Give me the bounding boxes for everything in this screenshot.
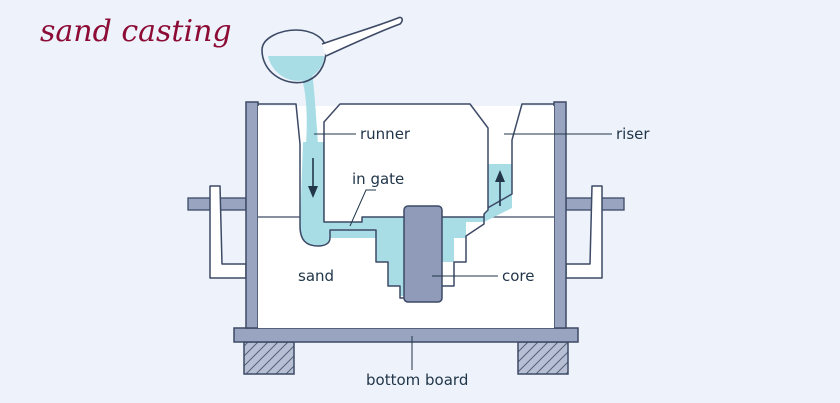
in-gate-leader	[349, 189, 376, 227]
riser-metal	[484, 164, 512, 222]
label-in-gate: in gate	[352, 170, 404, 188]
up-arrow-icon	[495, 170, 505, 206]
runner-metal	[300, 142, 330, 246]
pattern-top	[323, 103, 489, 223]
label-sand: sand	[298, 267, 334, 285]
label-runner: runner	[360, 125, 411, 143]
flask-left-wall	[245, 101, 259, 329]
ladle-icon	[261, 16, 403, 84]
pouring-stream	[300, 72, 318, 144]
label-core: core	[502, 267, 535, 285]
flask-right-wall	[553, 101, 567, 329]
core	[403, 205, 443, 303]
bottom-board	[233, 327, 579, 343]
down-arrow-icon	[308, 158, 318, 198]
wood-block-icon	[243, 341, 295, 375]
wood-block-icon	[517, 341, 569, 375]
label-riser: riser	[616, 125, 650, 143]
mould-cavity	[258, 103, 554, 299]
page-title: sand casting	[40, 14, 232, 49]
label-bottom-board: bottom board	[366, 371, 468, 389]
